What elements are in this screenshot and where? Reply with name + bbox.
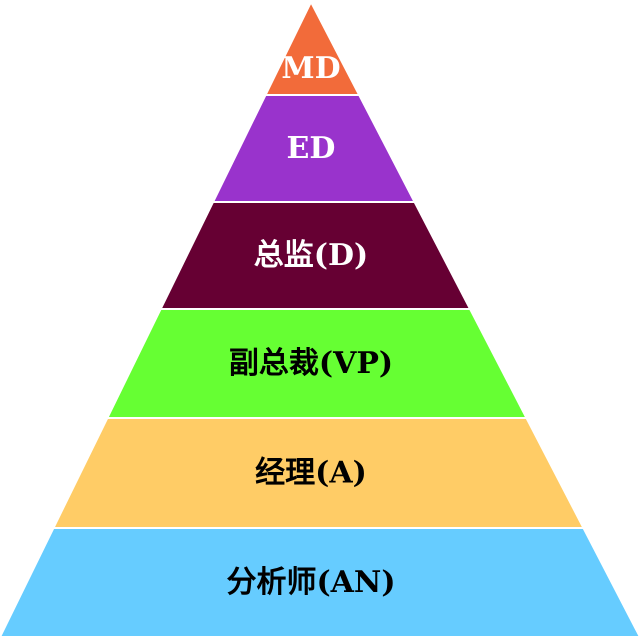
pyramid-level-label-6: 分析师(AN) — [226, 565, 395, 600]
pyramid-band-6 — [0, 527, 640, 637]
pyramid-level-label-1: MD — [281, 51, 340, 86]
pyramid-level-label-5: 经理(A) — [255, 456, 367, 491]
pyramid-level-label-2: ED — [287, 131, 336, 166]
pyramid-level-label-4: 副总裁(VP) — [229, 346, 393, 381]
pyramid-labels: MD ED 总监(D) 副总裁(VP) 经理(A) 分析师(AN) — [226, 51, 395, 600]
pyramid-level-label-3: 总监(D) — [254, 238, 368, 273]
